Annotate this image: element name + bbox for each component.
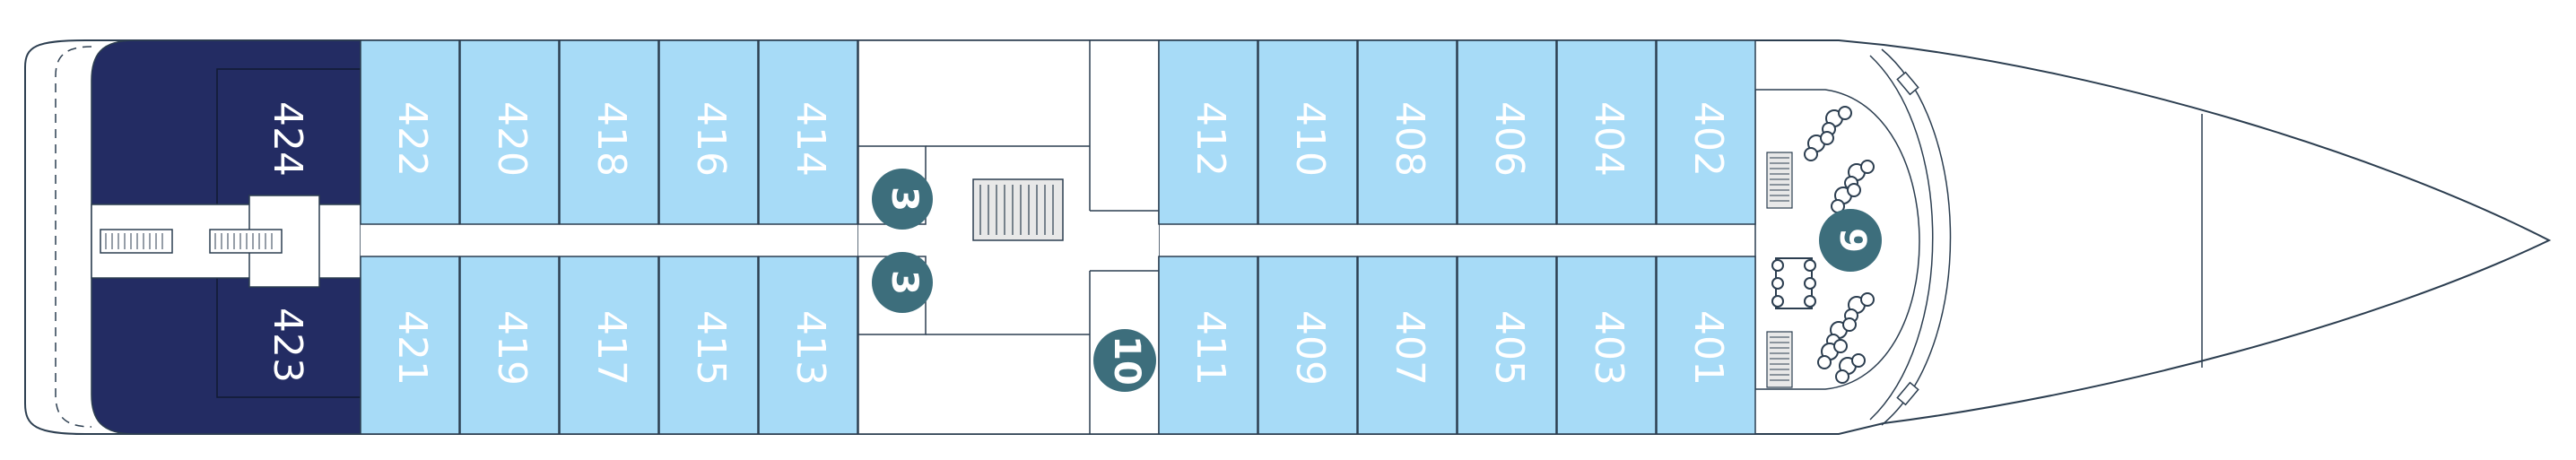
rail-post-bottom: [1896, 381, 1919, 406]
cabin-403[interactable]: 403: [1556, 256, 1657, 435]
grille-lounge-top: [1766, 152, 1793, 209]
ship-hull: [24, 39, 2552, 435]
cabin-409[interactable]: 409: [1258, 256, 1358, 435]
cabin-412[interactable]: 412: [1158, 39, 1258, 225]
cabin-402[interactable]: 402: [1656, 39, 1756, 225]
grille-stern-left: [100, 229, 173, 254]
stairs-badge-bottom: 3: [872, 252, 933, 313]
cabin-420[interactable]: 420: [459, 39, 560, 225]
cabin-row-bottom: 421 419 417 415 413 411 409 407 405 403 401: [360, 256, 1756, 435]
cabin-number: 417: [588, 310, 634, 386]
bow-rail-inner: [1869, 55, 1934, 421]
service-badge-label: 10: [1106, 335, 1147, 386]
cabin-417[interactable]: 417: [559, 256, 659, 435]
lounge-badge: 9: [1819, 209, 1882, 272]
lounge-table: [1771, 257, 1816, 309]
cabin-406[interactable]: 406: [1457, 39, 1557, 225]
cabin-number: 415: [688, 310, 734, 386]
stairs-badge-bottom-label: 3: [883, 270, 925, 295]
cabin-421[interactable]: 421: [360, 256, 460, 435]
cabin-number: 408: [1387, 101, 1432, 177]
cabin-414[interactable]: 414: [758, 39, 858, 225]
cabin-number: 410: [1287, 101, 1333, 177]
cabin-number: 420: [489, 101, 535, 177]
suite-label-bottom: 423: [265, 308, 310, 383]
service-badge: 10: [1093, 329, 1156, 392]
stern-dashed-line: [55, 46, 92, 428]
cabin-number: 407: [1387, 310, 1432, 386]
lounge-badge-label: 9: [1832, 228, 1873, 253]
cabin-number: 418: [588, 101, 634, 177]
cabin-415[interactable]: 415: [658, 256, 759, 435]
cabin-number: 406: [1486, 101, 1532, 177]
cabin-411[interactable]: 411: [1158, 256, 1258, 435]
stairs-badge-top: 3: [872, 169, 933, 230]
suite-label-top: 424: [265, 101, 310, 177]
cabin-number: 421: [389, 310, 435, 386]
cabin-405[interactable]: 405: [1457, 256, 1557, 435]
cabin-416[interactable]: 416: [658, 39, 759, 225]
cabin-number: 401: [1685, 310, 1731, 386]
cabin-row-top: 422 420 418 416 414 412 410 408 406 404 402: [360, 39, 1756, 225]
cabin-number: 405: [1486, 310, 1532, 386]
cabin-number: 402: [1685, 101, 1731, 177]
stairs-badge-top-label: 3: [883, 187, 925, 212]
cabin-418[interactable]: 418: [559, 39, 659, 225]
cabin-401[interactable]: 401: [1656, 256, 1756, 435]
cabin-number: 413: [788, 310, 833, 386]
cabin-number: 416: [688, 101, 734, 177]
grille-stern-right: [209, 229, 283, 254]
cabin-422[interactable]: 422: [360, 39, 460, 225]
grille-central: [972, 178, 1064, 241]
cabin-number: 414: [788, 101, 833, 177]
grille-lounge-bottom: [1766, 331, 1793, 388]
cabin-408[interactable]: 408: [1357, 39, 1458, 225]
rail-post-top: [1896, 71, 1919, 96]
cabin-number: 403: [1586, 310, 1632, 386]
cabin-number: 412: [1188, 101, 1233, 177]
cabin-number: 409: [1287, 310, 1333, 386]
cabin-number: 411: [1188, 310, 1233, 386]
cabin-number: 419: [489, 310, 535, 386]
cabin-419[interactable]: 419: [459, 256, 560, 435]
cabin-number: 404: [1586, 101, 1632, 177]
cabin-404[interactable]: 404: [1556, 39, 1657, 225]
cabin-number: 422: [389, 101, 435, 177]
cabin-413[interactable]: 413: [758, 256, 858, 435]
cabin-407[interactable]: 407: [1357, 256, 1458, 435]
cabin-410[interactable]: 410: [1258, 39, 1358, 225]
lounge-seating: [1804, 106, 1875, 384]
